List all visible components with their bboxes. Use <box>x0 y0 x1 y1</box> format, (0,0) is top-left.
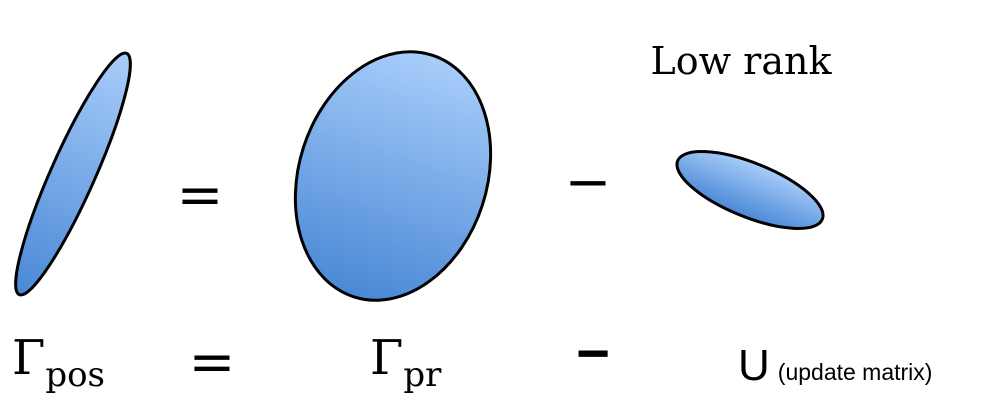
update-note: (update matrix) <box>778 359 933 385</box>
bottom-minus-sign: − <box>576 321 610 386</box>
update-symbol: U <box>738 341 770 390</box>
top-equals-sign: = <box>177 163 224 228</box>
top-minus-sign: − <box>565 150 612 215</box>
posterior-ellipse <box>14 51 132 297</box>
prior-ellipse <box>293 50 493 302</box>
bottom-equals-sign: = <box>189 330 236 395</box>
gamma-pos-symbol: Γ <box>12 330 45 386</box>
gamma-pr-subscript: pr <box>403 355 442 395</box>
gamma-pr-symbol: Γ <box>370 330 403 386</box>
update-matrix-label: U (update matrix) <box>738 341 932 390</box>
low-rank-caption: Low rank <box>650 39 832 83</box>
gamma-pos-subscript: pos <box>45 355 105 395</box>
gamma-pr-label: Γpr <box>370 330 442 395</box>
update-ellipse <box>675 150 825 230</box>
gamma-pos-label: Γpos <box>12 330 105 395</box>
